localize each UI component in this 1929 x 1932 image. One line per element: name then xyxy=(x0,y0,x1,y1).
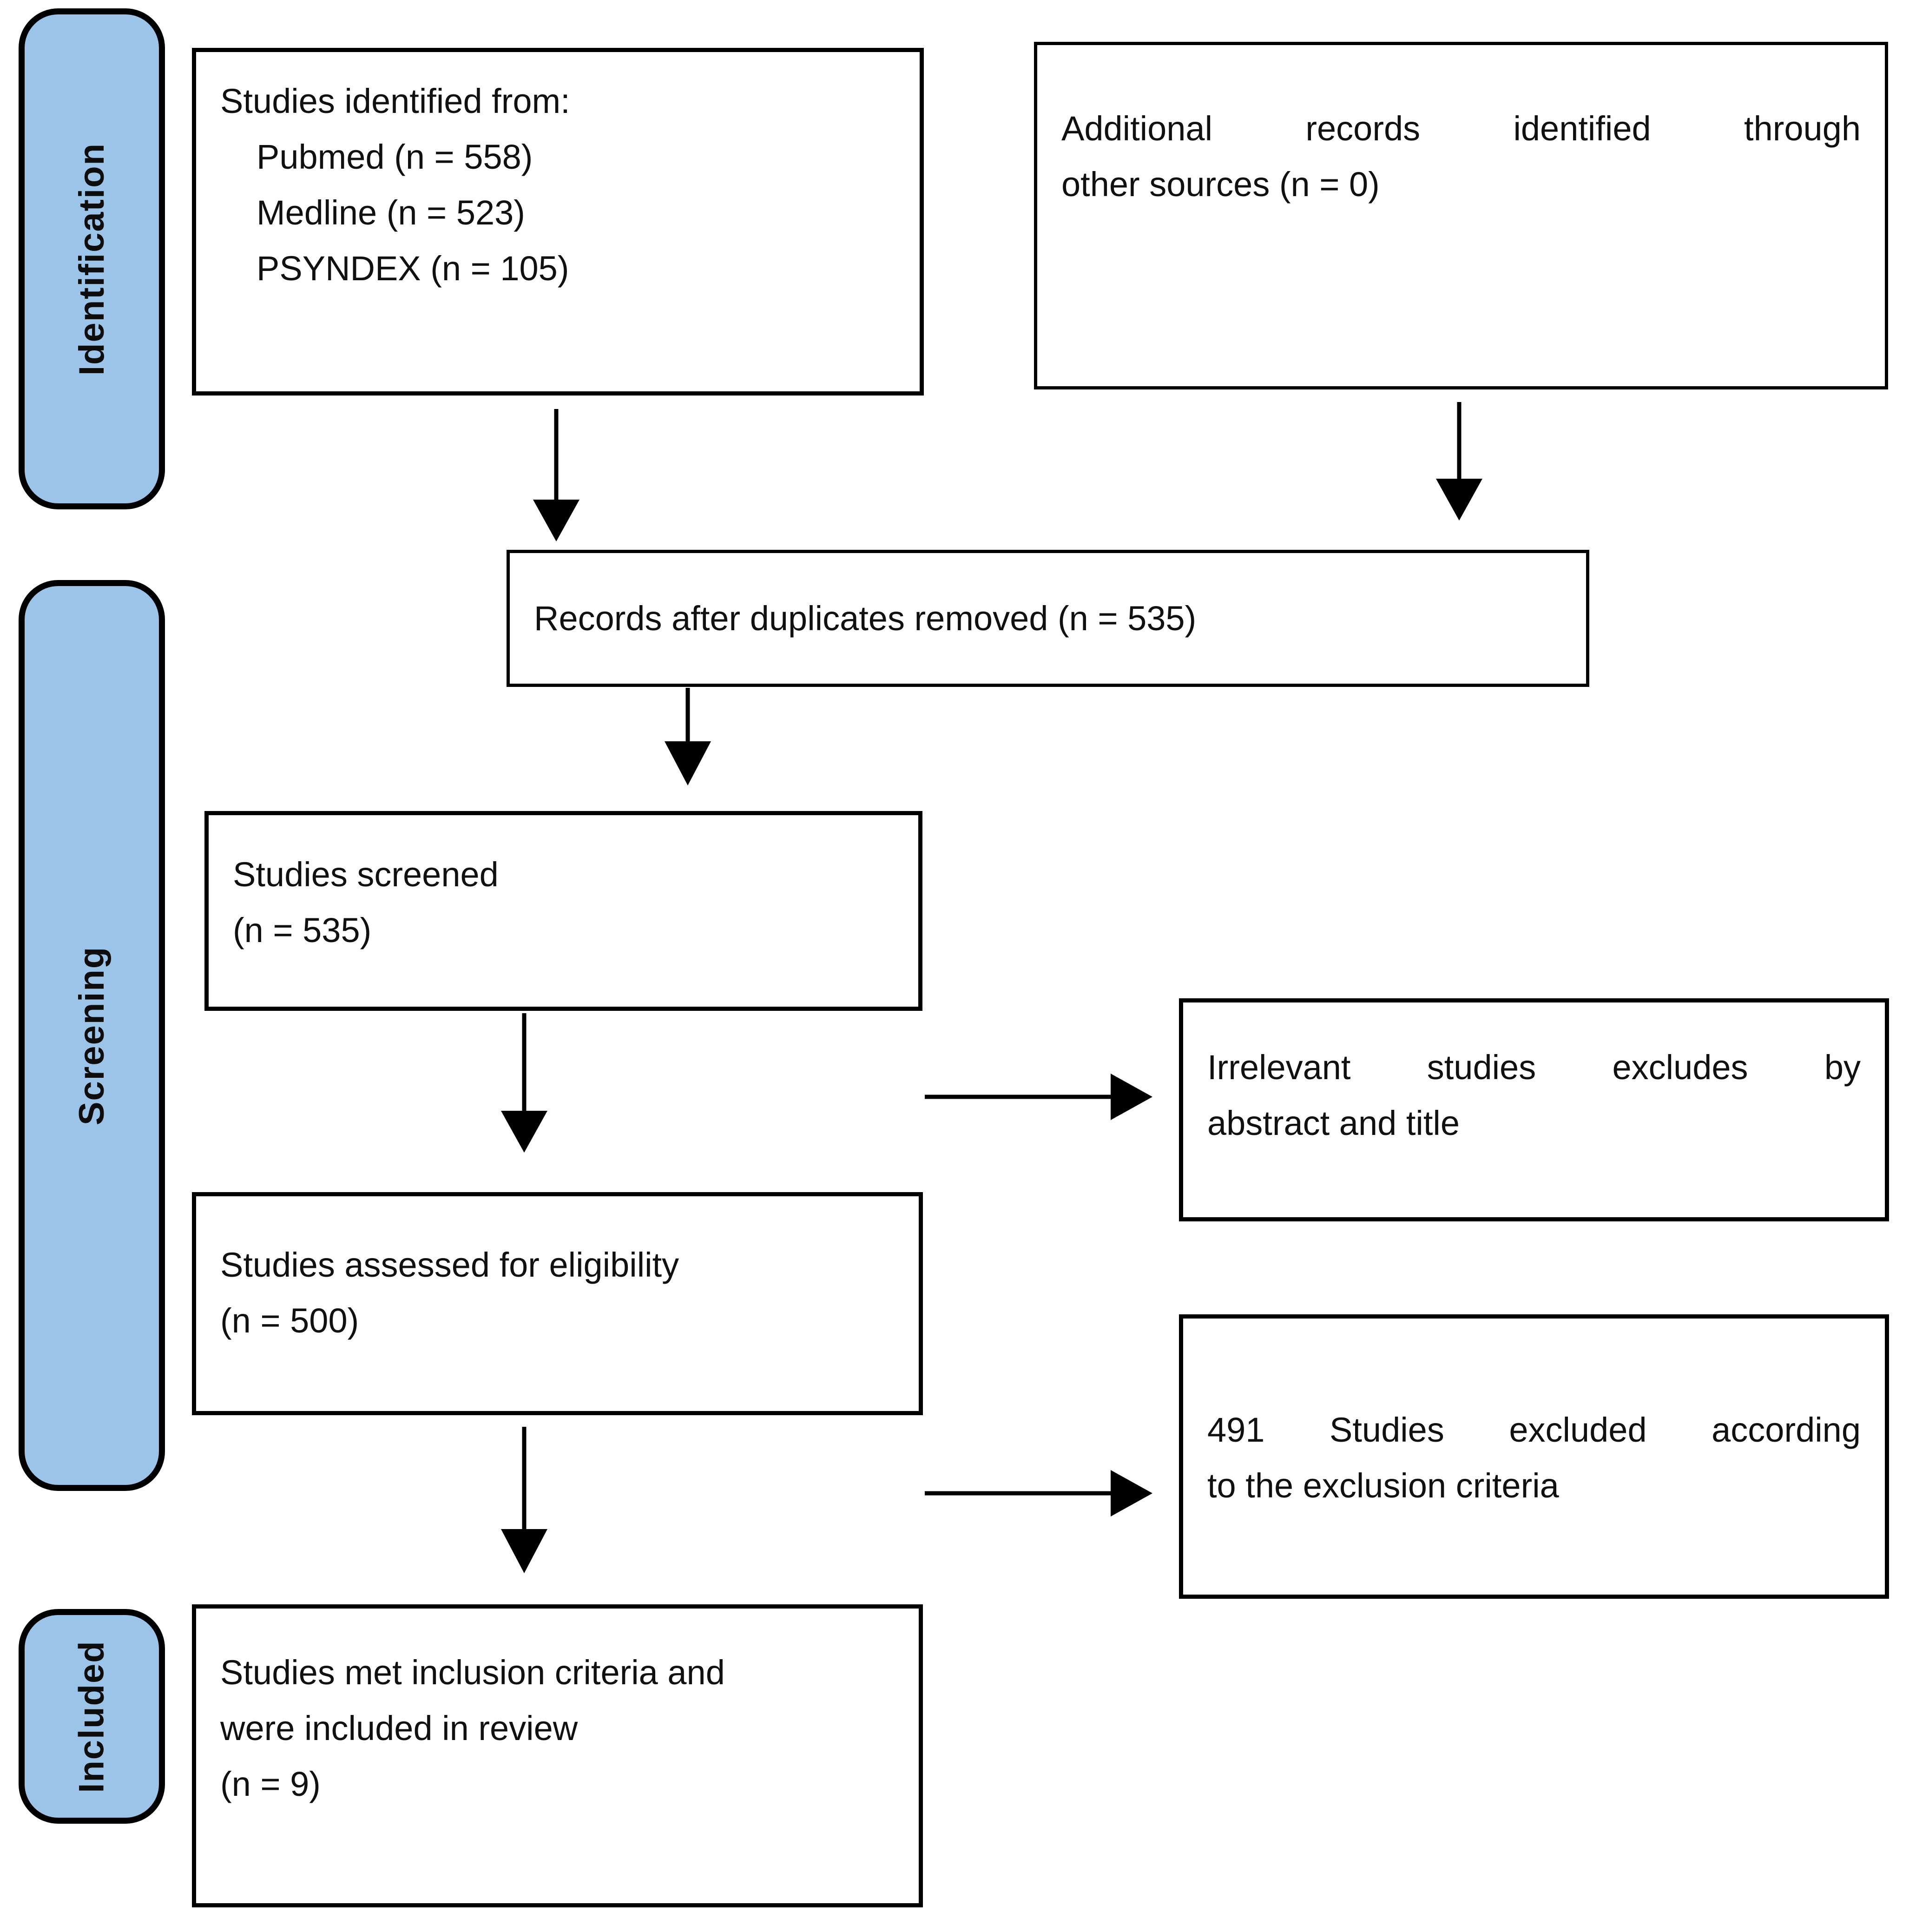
identified-heading: Studies identified from: xyxy=(220,82,570,120)
box-excluded-abstract-title: Irrelevant studies excludes by abstract … xyxy=(1179,998,1889,1221)
duplicates-removed-text: Records after duplicates removed (n = 53… xyxy=(534,599,1197,638)
identified-source-medline: Medline (n = 523) xyxy=(257,193,525,232)
stage-label-included: Included xyxy=(72,1640,112,1793)
box-studies-included: Studies met inclusion criteria and were … xyxy=(192,1604,923,1907)
box-studies-screened: Studies screened (n = 535) xyxy=(204,811,922,1011)
arrow-screened-to-excluded-abstract xyxy=(925,1074,1152,1120)
studies-eligibility-line1: Studies assessed for eligibility xyxy=(220,1246,679,1284)
stage-label-screening: Screening xyxy=(72,946,112,1125)
box-excluded-criteria: 491 Studies excluded according to the ex… xyxy=(1179,1314,1889,1599)
stage-pill-included: Included xyxy=(19,1609,165,1824)
arrow-eligibility-to-excluded-criteria xyxy=(925,1470,1152,1517)
box-studies-identified: Studies identified from: Pubmed (n = 558… xyxy=(192,48,924,396)
studies-eligibility-line2: (n = 500) xyxy=(220,1301,359,1340)
identified-source-pubmed: Pubmed (n = 558) xyxy=(257,137,533,176)
studies-screened-line2: (n = 535) xyxy=(233,910,372,950)
identified-source-psyndex: PSYNDEX (n = 105) xyxy=(257,249,569,288)
arrow-screened-to-eligibility xyxy=(501,1013,547,1153)
box-additional-records: Additional records identified through ot… xyxy=(1034,42,1888,389)
arrow-additional-to-duplicates xyxy=(1436,402,1482,521)
stage-pill-identification: Identification xyxy=(19,8,165,509)
studies-included-line1: Studies met inclusion criteria and xyxy=(220,1653,725,1692)
arrow-identified-to-duplicates xyxy=(533,409,579,541)
stage-label-identification: Identification xyxy=(72,142,112,376)
arrow-eligibility-to-included xyxy=(501,1427,547,1573)
studies-included-line3: (n = 9) xyxy=(220,1764,321,1803)
excluded-criteria-line2: to the exclusion criteria xyxy=(1207,1466,1559,1505)
stage-pill-screening: Screening xyxy=(19,580,165,1491)
box-duplicates-removed: Records after duplicates removed (n = 53… xyxy=(507,550,1589,687)
excluded-abstract-title-line2: abstract and title xyxy=(1207,1103,1460,1142)
additional-records-line2: other sources (n = 0) xyxy=(1061,165,1380,204)
studies-included-line2: were included in review xyxy=(220,1708,578,1747)
arrow-duplicates-to-screened xyxy=(665,688,711,785)
box-studies-eligibility: Studies assessed for eligibility (n = 50… xyxy=(192,1192,923,1415)
studies-screened-line1: Studies screened xyxy=(233,855,499,894)
excluded-criteria-line1: 491 Studies excluded according xyxy=(1207,1411,1861,1449)
excluded-abstract-title-line1: Irrelevant studies excludes by xyxy=(1207,1048,1861,1087)
additional-records-line1: Additional records identified through xyxy=(1061,109,1861,148)
